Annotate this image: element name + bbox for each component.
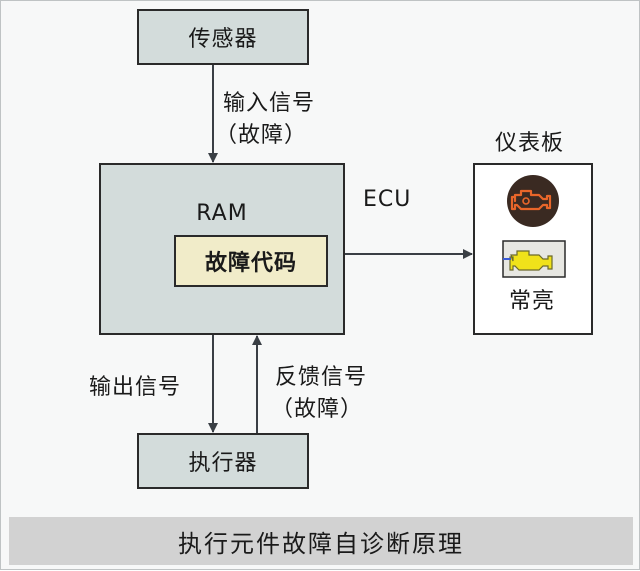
input-signal-label: 输入信号 (223, 91, 316, 116)
fault-code-label: 故障代码 (204, 251, 297, 276)
ecu-box: RAM 故障代码 (99, 163, 345, 335)
dashboard-title: 仪表板 (495, 131, 565, 156)
feedback-signal-label: 反馈信号 (275, 365, 368, 390)
fault-code-box: 故障代码 (174, 235, 328, 287)
sensor-label: 传感器 (188, 27, 258, 52)
output-signal-label: 输出信号 (89, 375, 182, 400)
feedback-fault-label: （故障） (271, 397, 364, 422)
lamp-state-label: 常亮 (509, 289, 556, 314)
check-engine-icon (507, 175, 559, 227)
ram-label: RAM (196, 201, 248, 226)
caption-text: 执行元件故障自诊断原理 (178, 529, 464, 558)
caption-bar: 执行元件故障自诊断原理 (9, 517, 633, 565)
dashboard-icons (502, 175, 566, 278)
ecu-label: ECU (363, 187, 412, 212)
actuator-box: 执行器 (137, 433, 309, 489)
sensor-box: 传感器 (137, 9, 309, 65)
input-fault-label: （故障） (215, 123, 308, 148)
dashboard-box: 常亮 (473, 163, 593, 335)
check-engine-lit-icon (502, 240, 566, 278)
actuator-label: 执行器 (188, 451, 258, 476)
